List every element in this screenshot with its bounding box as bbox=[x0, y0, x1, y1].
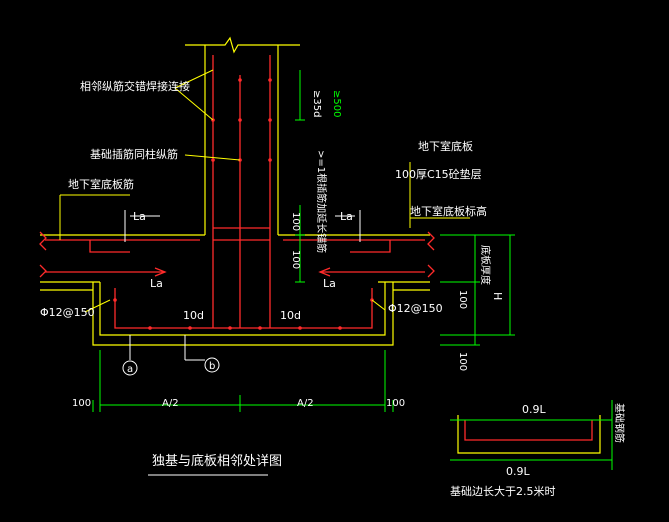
label-slab-bars: 地下室底板筋 bbox=[68, 177, 134, 191]
label-la-bottom-right: La bbox=[323, 277, 336, 290]
dim-100-slab-top: 100 bbox=[290, 212, 301, 231]
small-09L-top: 0.9L bbox=[522, 403, 546, 416]
axis-label-a: a bbox=[127, 364, 133, 375]
label-column-bars: 基础插筋同柱纵筋 bbox=[90, 147, 178, 161]
dim-100-left: 100 bbox=[72, 398, 91, 409]
dimension-lines bbox=[92, 70, 613, 470]
dim-100-footing: 100 bbox=[457, 290, 468, 309]
leader-lines bbox=[59, 69, 470, 313]
label-la-bottom-left: La bbox=[150, 277, 163, 290]
dim-100-slab: 100 bbox=[290, 250, 301, 269]
label-la-top-right: La bbox=[340, 210, 353, 223]
axis-bubble-a bbox=[122, 360, 138, 376]
label-anchor-500: ≥500 bbox=[331, 90, 342, 117]
axis-label-b: b bbox=[209, 361, 215, 372]
small-side-label: 基础钢筋 bbox=[613, 403, 626, 443]
diagram-title: 独基与底板相邻处详图 bbox=[152, 453, 282, 469]
axis-bubble-b bbox=[204, 357, 220, 373]
concrete-outline bbox=[40, 36, 601, 454]
label-basement-slab: 地下室底板 bbox=[418, 139, 473, 153]
small-note: 基础边长大于2.5米时 bbox=[450, 484, 556, 498]
label-anchor-35d: ≥35d bbox=[311, 90, 322, 117]
rebar-lines bbox=[39, 55, 593, 441]
label-slab-elev: 地下室底板标高 bbox=[410, 204, 487, 218]
dim-A2-left: A/2 bbox=[162, 398, 179, 409]
label-la-top-left: La bbox=[133, 210, 146, 223]
label-bar-spec-left: Φ12@150 bbox=[40, 306, 95, 319]
label-10d-right: 10d bbox=[280, 309, 301, 322]
small-09L-bottom: 0.9L bbox=[506, 465, 530, 478]
label-cushion: 100厚C15砼垫层 bbox=[395, 167, 482, 181]
label-bar-spec-right: Φ12@150 bbox=[388, 302, 443, 315]
label-slab-thickness: 底板厚度 bbox=[479, 245, 492, 285]
dim-H: H bbox=[491, 292, 504, 300]
dim-100-right: 100 bbox=[386, 398, 405, 409]
label-10d-left: 10d bbox=[183, 309, 204, 322]
label-overlap-splice: 相邻纵筋交错焊接连接 bbox=[80, 79, 190, 93]
label-dowel-note: >=1根插筋加延长锚筋 bbox=[315, 150, 328, 253]
dim-A2-right: A/2 bbox=[297, 398, 314, 409]
dim-100-cushion: 100 bbox=[457, 352, 468, 371]
la-markers bbox=[124, 210, 361, 361]
